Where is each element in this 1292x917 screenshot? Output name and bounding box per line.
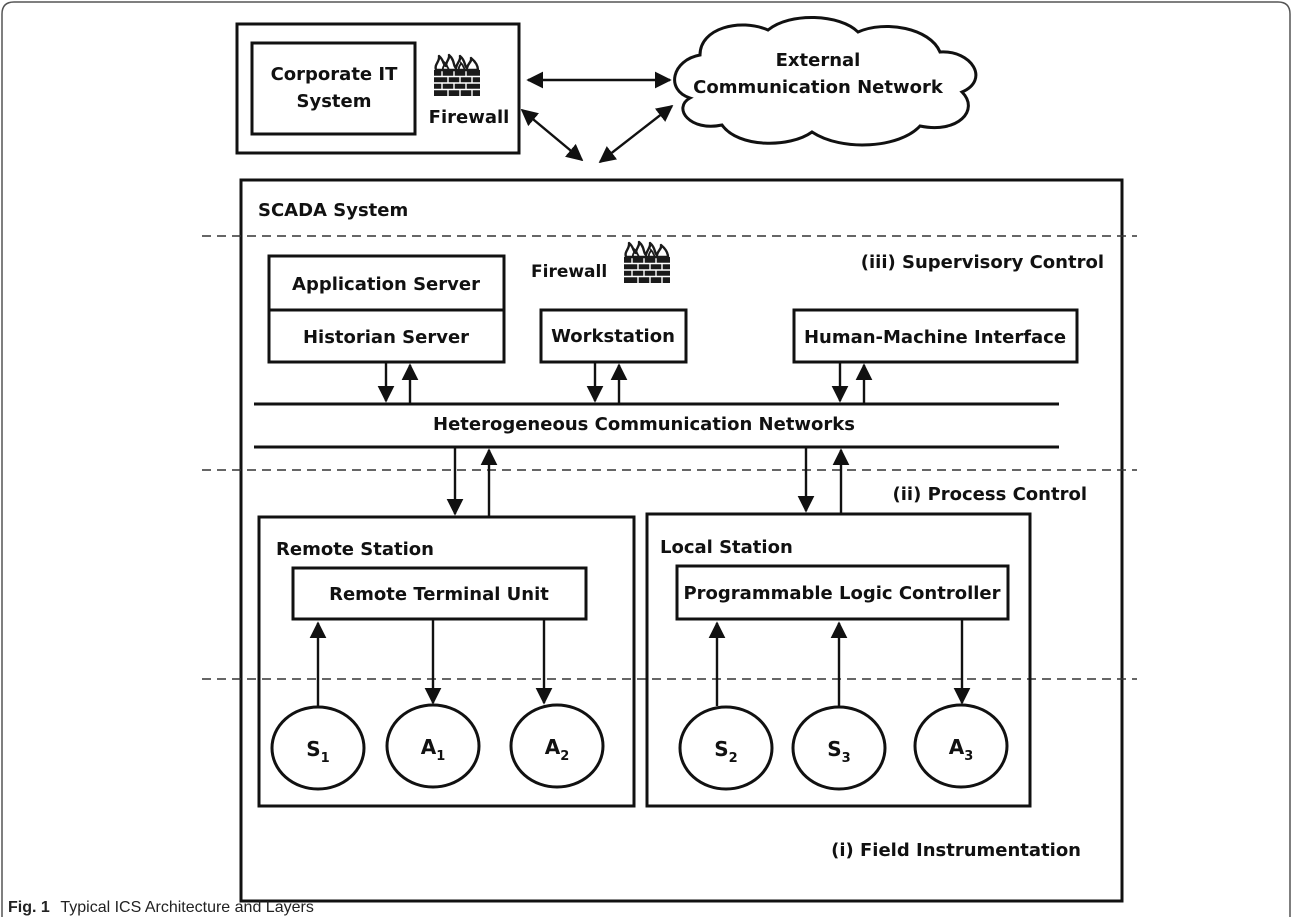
workstation-label: Workstation [551,326,675,347]
actuator-a3: A3 [913,703,1009,789]
field-instrumentation-label: (i) Field Instrumentation [831,840,1081,861]
node-subscript: 1 [436,749,445,764]
scada-system-box [239,178,1124,903]
rtu-box [291,566,588,621]
node-subscript: 3 [842,751,851,766]
figure-caption: Fig. 1 Typical ICS Architecture and Laye… [8,897,314,916]
node-letter: A [949,735,965,759]
supervisory-bus-arrows [377,362,873,404]
layer-dividers [202,235,1137,680]
scada-title: SCADA System [258,200,408,221]
supervisory-control-label: (iii) Supervisory Control [861,252,1104,273]
node-subscript: 3 [964,749,973,764]
sensor-s2: S2 [678,705,774,791]
corporate-network-block: Corporate IT System Firewall [235,22,521,155]
node-subscript: 2 [560,749,569,764]
node-letter: S [714,737,728,761]
inter-network-arrows [520,71,674,164]
sensor-s1: S1 [270,705,366,791]
svg-text:S1: S1 [306,737,329,766]
network-label: Heterogeneous Communication Networks [433,414,855,435]
actuator-a1: A1 [385,703,481,789]
caption-text: Typical ICS Architecture and Layers [60,899,313,916]
external-network-cloud: External Communication Network [673,15,978,147]
remote-station-box [257,515,636,808]
field-device-arrows [309,620,971,706]
svg-text:A3: A3 [949,735,974,764]
svg-text:S3: S3 [827,737,850,766]
corporate-it-line2: System [297,91,372,112]
node-letter: A [421,735,437,759]
bus-station-arrows [446,447,850,517]
firewall-icon [432,53,482,98]
scada-firewall-label: Firewall [531,262,607,282]
actuator-a2: A2 [509,703,605,789]
local-station-title: Local Station [660,537,793,558]
rtu-label: Remote Terminal Unit [329,584,549,605]
hmi-box [792,308,1079,364]
external-line2: Communication Network [693,77,944,98]
hmi-label: Human-Machine Interface [804,327,1066,348]
server-stack: Application Server Historian Server [267,254,506,364]
remote-field-devices: S1 A1 A2 [270,703,605,791]
node-subscript: 1 [321,751,330,766]
node-letter: A [545,735,561,759]
local-station-box [645,512,1032,808]
corporate-it-system-box [250,41,417,136]
node-letter: S [827,737,841,761]
scada-firewall-icon [622,240,672,285]
application-server-label: Application Server [292,274,480,295]
node-subscript: 2 [729,751,738,766]
plc-label: Programmable Logic Controller [683,583,1000,604]
corporate-firewall-label: Firewall [429,107,510,128]
local-field-devices: S2 S3 A3 [678,703,1009,791]
historian-server-label: Historian Server [303,327,469,348]
process-control-label: (ii) Process Control [893,484,1087,505]
remote-station-title: Remote Station [276,539,434,560]
corporate-it-line1: Corporate IT [271,64,399,85]
caption-label: Fig. 1 [8,899,50,916]
svg-text:A2: A2 [545,735,570,764]
workstation-box [539,308,688,364]
sensor-s3: S3 [791,705,887,791]
plc-box [675,564,1010,621]
external-line1: External [776,50,861,71]
svg-text:S2: S2 [714,737,737,766]
node-letter: S [306,737,320,761]
svg-text:A1: A1 [421,735,446,764]
